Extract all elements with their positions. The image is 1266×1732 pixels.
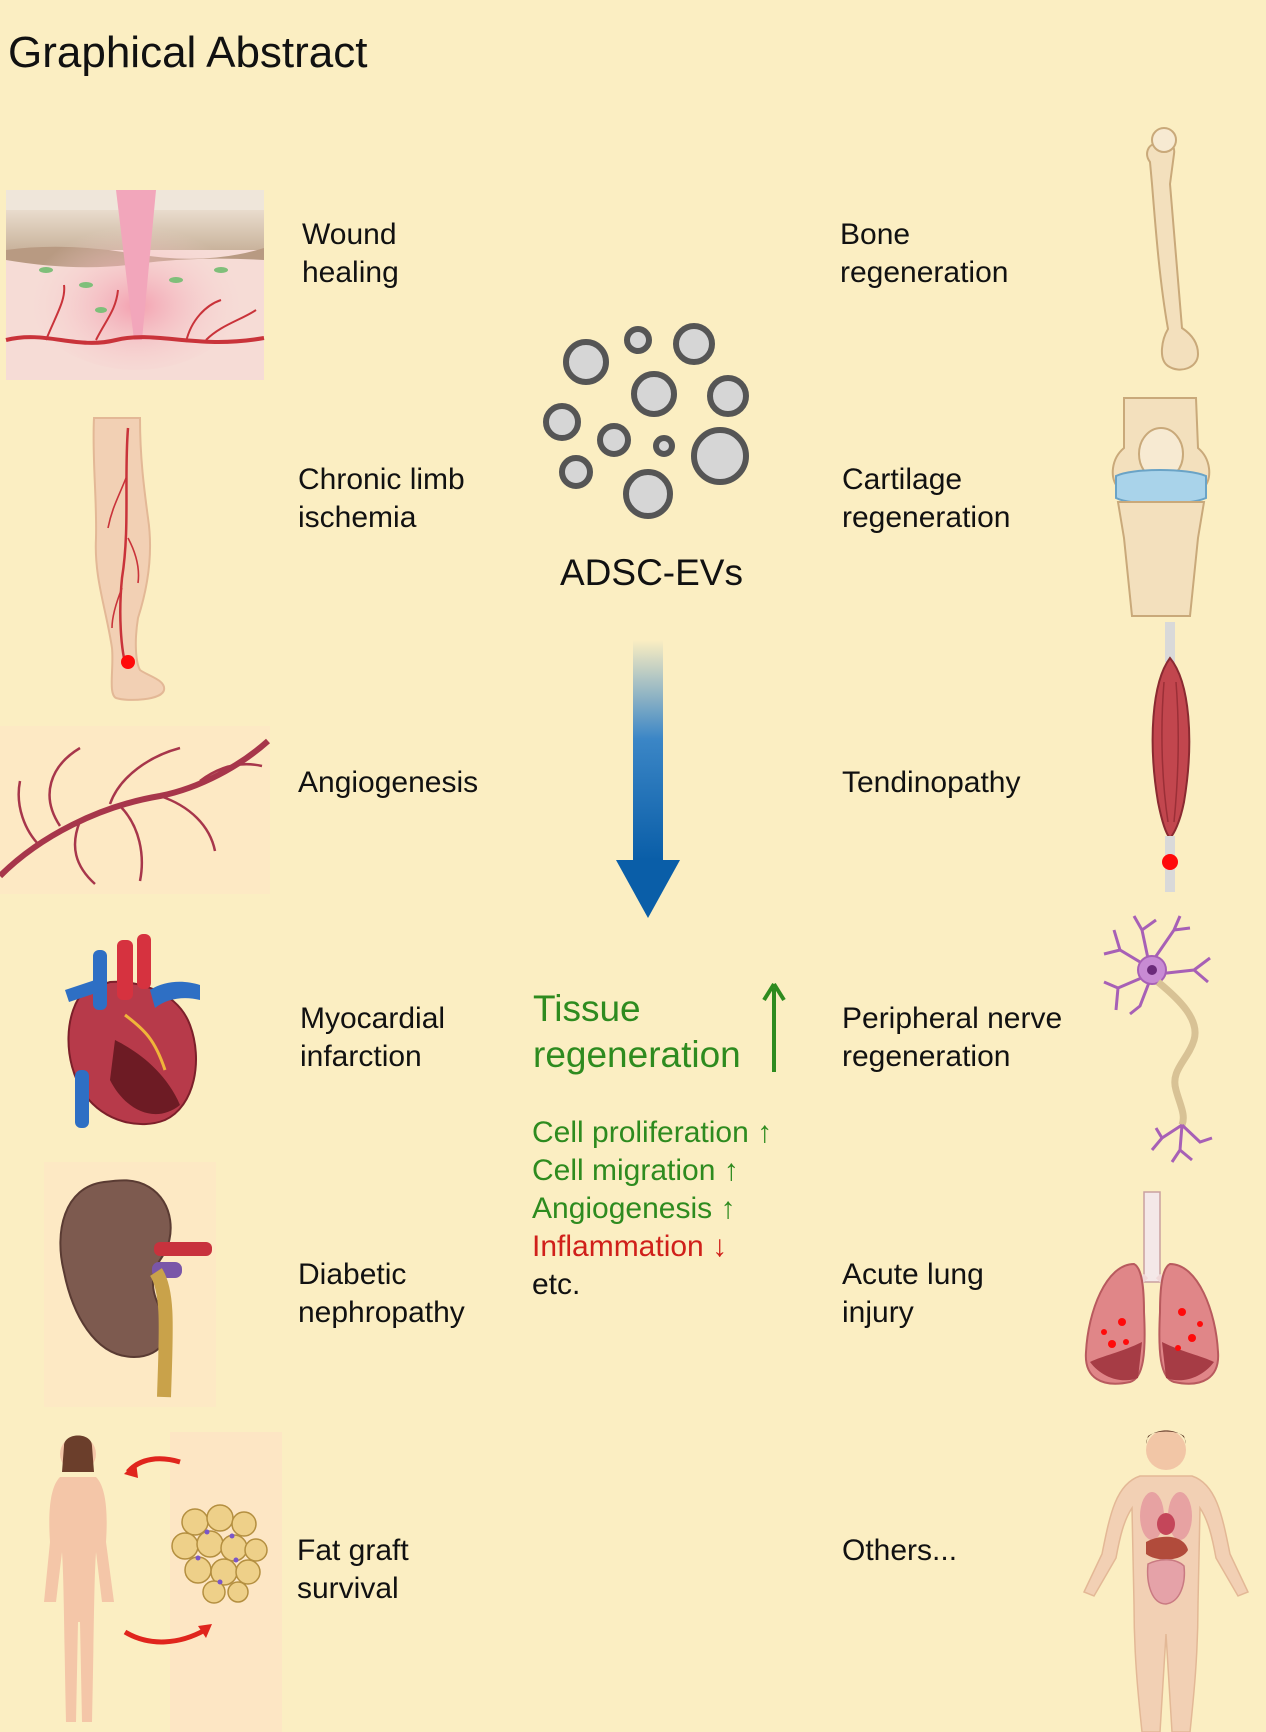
effect-angiogenesis: Angiogenesis ↑ [532, 1192, 736, 1225]
tissue-regeneration-label: Tissue regeneration [533, 986, 741, 1078]
tissue-up-arrow-icon [762, 982, 786, 1072]
ev-vesicles-icon [543, 323, 749, 519]
neuron-icon [1103, 915, 1213, 1163]
effect-etc: etc. [532, 1268, 581, 1301]
effects-list: Cell proliferation ↑ Cell migration ↑ An… [532, 1114, 772, 1304]
muscle-tendon-icon [1151, 622, 1191, 892]
effect-inflammation: Inflammation ↓ [532, 1230, 728, 1263]
kidney-icon [44, 1162, 216, 1407]
tissue-line-1: Tissue [533, 988, 641, 1029]
adsc-evs-label: ADSC-EVs [560, 552, 743, 593]
leg-icon [92, 417, 166, 701]
tissue-line-2: regeneration [533, 1034, 741, 1075]
down-arrow-icon [616, 640, 680, 918]
bone-icon [1146, 127, 1200, 371]
blood-vessel-icon [0, 726, 270, 894]
human-body-icon [1082, 1430, 1250, 1732]
label-tendinopathy: Tendinopathy [842, 766, 1021, 799]
skin-wound-icon [5, 190, 265, 380]
fat-graft-icon [44, 1432, 282, 1732]
label-others: Others... [842, 1534, 958, 1567]
heart-icon [65, 934, 200, 1128]
lungs-icon [1084, 1191, 1220, 1385]
knee-icon [1111, 397, 1211, 617]
label-angiogenesis: Angiogenesis [298, 766, 479, 799]
page-title: Graphical Abstract [8, 28, 368, 77]
effect-cell-proliferation: Cell proliferation ↑ [532, 1116, 773, 1149]
effect-cell-migration: Cell migration ↑ [532, 1154, 739, 1187]
